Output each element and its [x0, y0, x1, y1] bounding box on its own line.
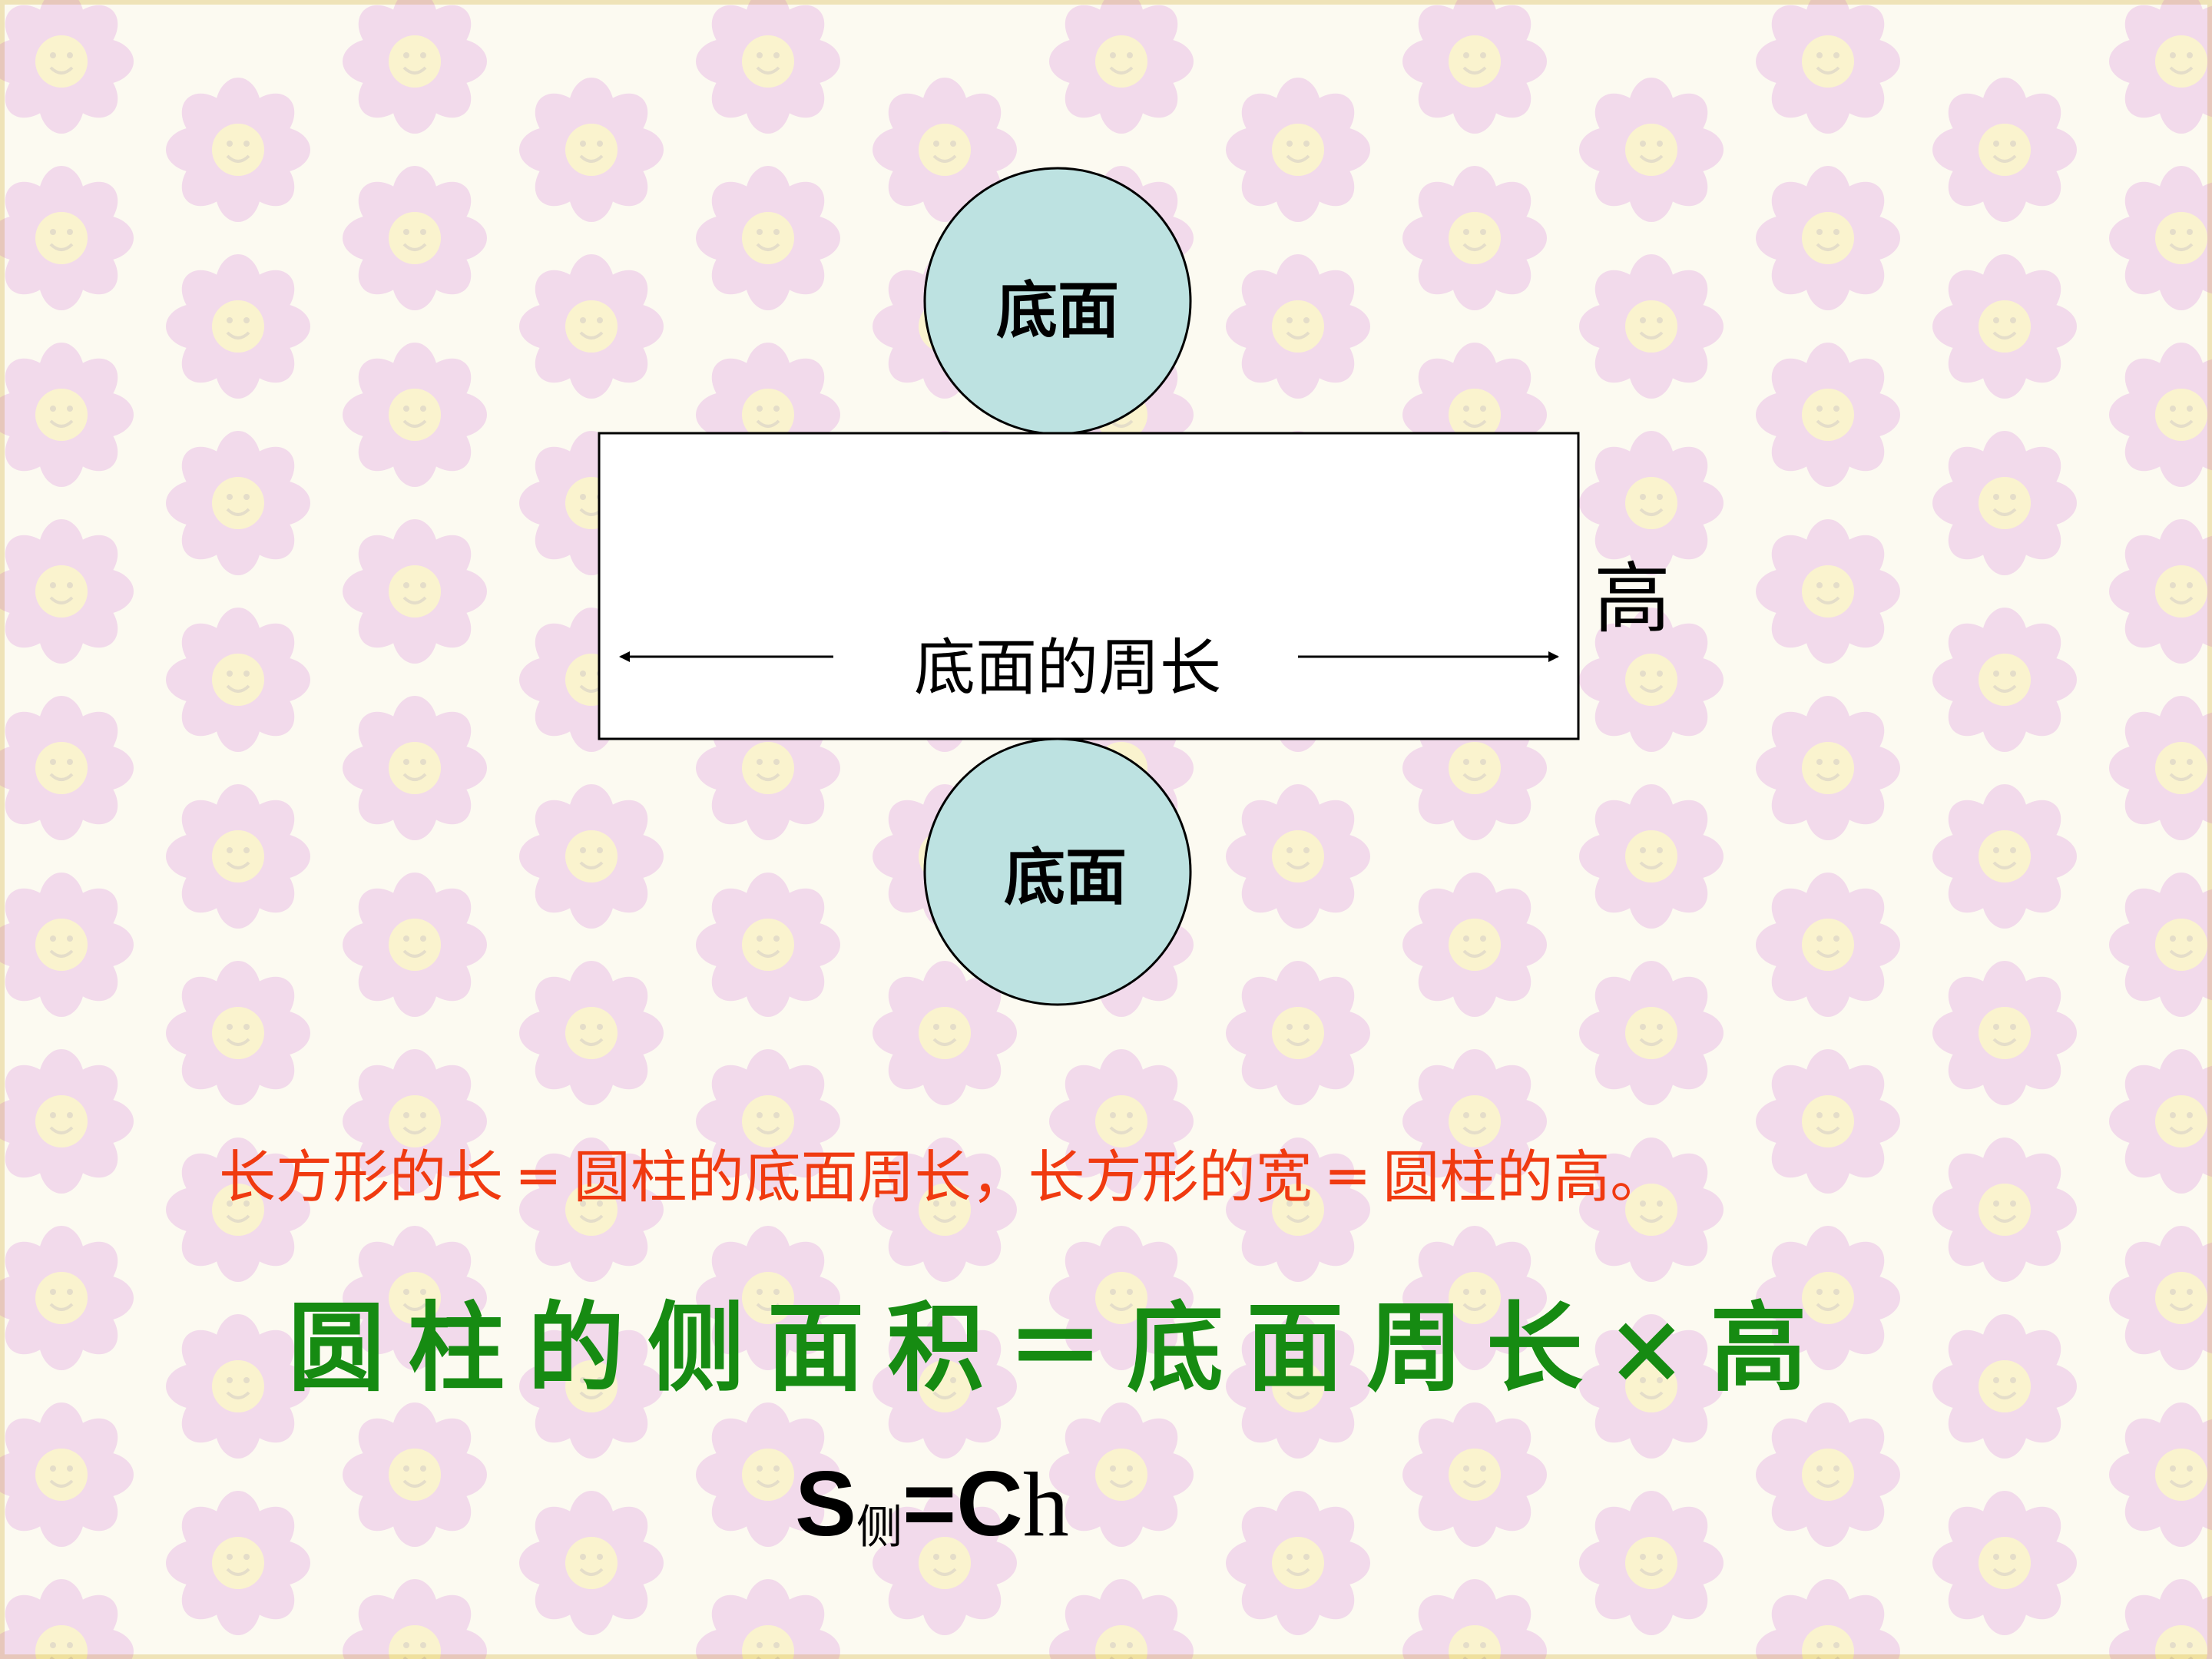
height-label: 高	[1594, 554, 1671, 644]
formula-subscript: 侧	[856, 1501, 903, 1555]
formula-equals-C: =C	[902, 1452, 1023, 1555]
top-base-label: 底面	[996, 274, 1119, 346]
formula-S: S	[795, 1452, 857, 1555]
lateral-area-formula-words: 圆柱的侧面积＝底面周长×高	[288, 1291, 1830, 1405]
formula-h: h	[1022, 1453, 1069, 1555]
bottom-base-label: 底面	[1004, 841, 1127, 913]
base-perimeter-label: 底面的周长	[837, 630, 1298, 707]
rectangle-cylinder-relation-text: 长方形的长 ═ 圆柱的底面周长，长方形的宽 ═ 圆柱的高。	[219, 1144, 1667, 1210]
lateral-area-formula-symbolic: S侧=Ch	[795, 1450, 1256, 1581]
